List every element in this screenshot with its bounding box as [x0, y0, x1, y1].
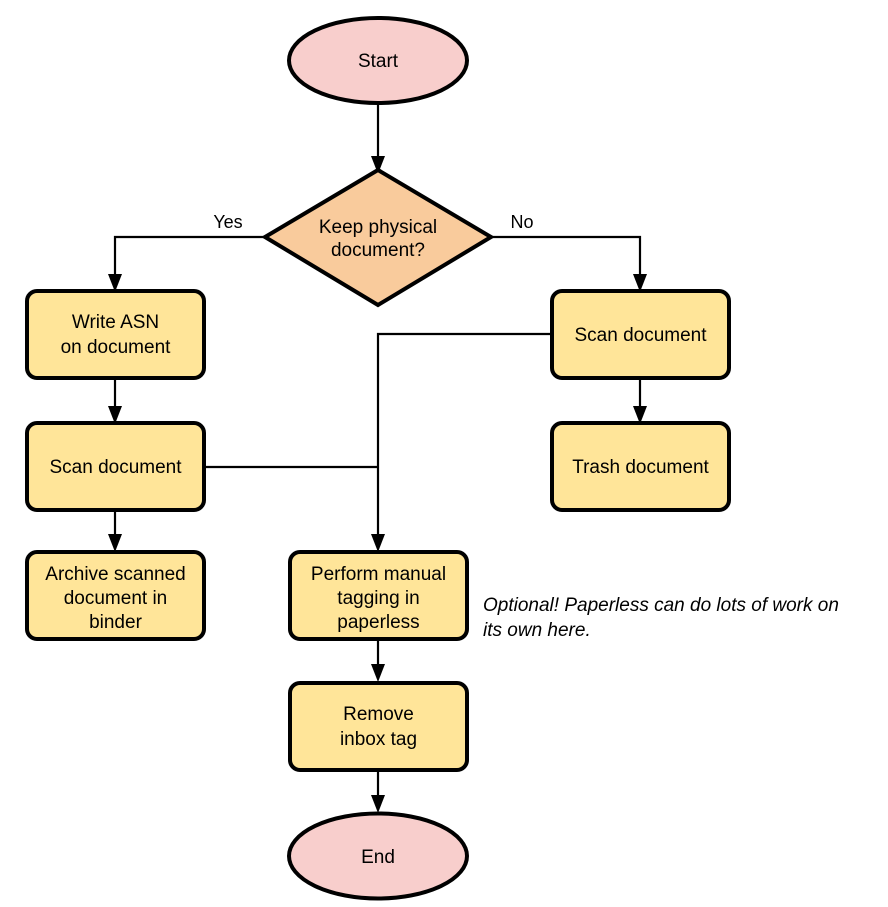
node-remove-inbox-tag[interactable]: Remove inbox tag	[288, 681, 469, 772]
node-perform-manual-tagging[interactable]: Perform manual tagging in paperless	[288, 550, 469, 641]
scan-document-left-box[interactable]	[25, 421, 206, 512]
connector-remove-inbox-to-end	[371, 770, 385, 813]
start-label: Start	[358, 51, 399, 72]
node-scan-document-right[interactable]: Scan document	[550, 289, 731, 380]
connector-tagging-to-remove-inbox	[371, 639, 385, 682]
archive-label-line3: binder	[89, 612, 142, 633]
connector-decision-no-to-scan-right	[491, 235, 647, 292]
node-trash-document[interactable]: Trash document	[550, 421, 731, 512]
tagging-box[interactable]	[288, 550, 469, 641]
node-start[interactable]: Start	[287, 16, 469, 105]
annotation-line2: its own here.	[483, 620, 591, 641]
edge-label-yes: Yes	[213, 212, 242, 232]
scan-document-right-label: Scan document	[574, 325, 707, 346]
decision-diamond[interactable]	[261, 167, 495, 308]
annotation-line1: Optional! Paperless can do lots of work …	[483, 595, 839, 616]
decision-label-line2: document?	[331, 240, 425, 261]
annotation-optional-note: Optional! Paperless can do lots of work …	[483, 595, 839, 641]
connector-start-to-decision	[371, 103, 385, 174]
connector-write-asn-to-scan-left	[108, 378, 122, 424]
tagging-label-line2: tagging in	[337, 588, 419, 609]
start-ellipse[interactable]	[287, 16, 469, 105]
node-write-asn-on-document[interactable]: Write ASN on document	[25, 289, 206, 380]
edge-label-no: No	[510, 212, 533, 232]
tagging-label-line1: Perform manual	[311, 564, 446, 585]
trash-document-label: Trash document	[572, 457, 709, 478]
node-decision-keep-physical-document[interactable]: Keep physical document?	[261, 167, 495, 308]
trash-document-box[interactable]	[550, 421, 731, 512]
node-end[interactable]: End	[287, 811, 469, 901]
connector-scan-right-to-trash	[633, 378, 647, 424]
node-scan-document-left[interactable]: Scan document	[25, 421, 206, 512]
remove-inbox-tag-box[interactable]	[288, 681, 469, 772]
scan-document-left-label: Scan document	[49, 457, 182, 478]
scan-document-right-box[interactable]	[550, 289, 731, 380]
end-label: End	[361, 847, 395, 868]
archive-label-line2: document in	[64, 588, 168, 609]
connector-scan-left-to-archive	[108, 510, 122, 552]
tagging-label-line3: paperless	[337, 612, 419, 633]
decision-label-line1: Keep physical	[319, 217, 437, 238]
archive-box[interactable]	[25, 550, 206, 641]
write-asn-label-line1: Write ASN	[72, 312, 159, 333]
write-asn-label-line2: on document	[61, 337, 172, 358]
write-asn-box[interactable]	[25, 289, 206, 380]
end-ellipse[interactable]	[287, 811, 469, 901]
connector-scan-right-to-tagging	[371, 332, 552, 552]
archive-label-line1: Archive scanned	[45, 564, 185, 585]
remove-inbox-label-line1: Remove	[343, 704, 414, 725]
connector-decision-yes-to-write-asn	[108, 235, 265, 292]
remove-inbox-label-line2: inbox tag	[340, 729, 417, 750]
node-archive-scanned-document[interactable]: Archive scanned document in binder	[25, 550, 206, 641]
